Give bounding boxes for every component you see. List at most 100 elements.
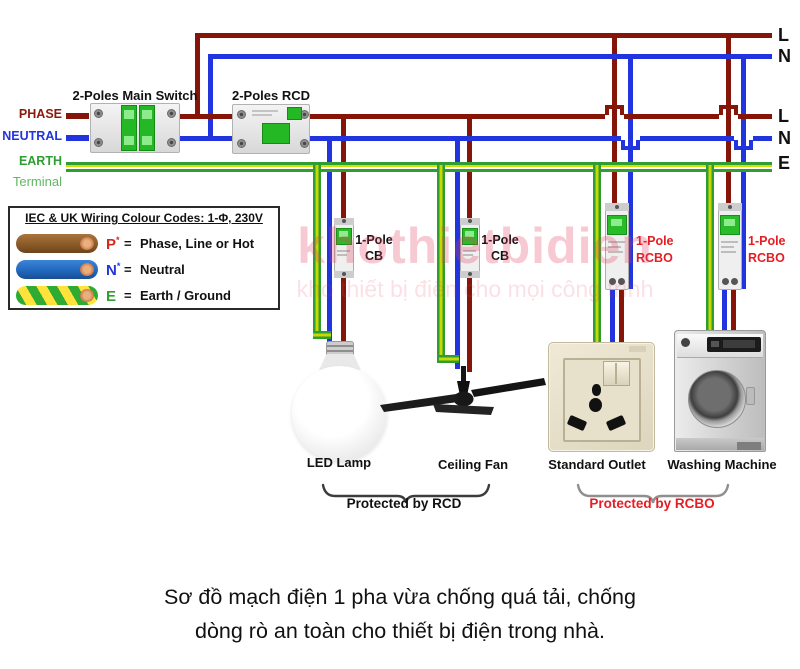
neutral-riser-wire [208,54,213,141]
cb1-label-line1: 1-Pole [355,233,393,247]
cb-screw [468,272,472,276]
copper-core [80,263,94,276]
device-marking [337,250,350,252]
rcbo-terminal [609,278,616,285]
device-marking [721,241,738,243]
rcbo-terminal [722,278,729,285]
cb1-device [334,218,354,278]
device-marking [463,254,473,256]
lamp-earth-wire [313,165,321,337]
bus-top-neutral-n [208,54,772,59]
green-yellow-wire-swatch [16,286,98,305]
outlet-phase-wire-top [612,33,617,205]
outlet-hole-ground [589,398,602,412]
bus-mid-line-l [310,114,772,119]
fan-earth-bend [439,355,459,363]
cb2-label-line1: 1-Pole [481,233,519,247]
bus-mid-neutral-n [310,136,772,141]
washer-phase-wire-bottom [731,287,736,336]
rcd-indicator [287,107,302,120]
washing-machine-label: Washing Machine [667,457,777,472]
lamp-screw-base [326,341,354,356]
washer-phase-wire-top [726,33,731,205]
bus-label-top-n: N [778,46,791,66]
legend-desc-earth: Earth / Ground [140,288,231,303]
cb2-label-line2: CB [490,249,510,263]
outlet-neutral-wire-bottom [610,284,615,343]
hop-patch [726,114,731,119]
washer-handle [746,387,755,405]
legend-letter: E [106,288,117,305]
hop-patch [741,136,746,141]
device-marking [252,110,278,112]
protected-by-rcbo-label: Protected by RCBO [589,496,715,511]
outlet-tag [629,346,646,352]
washer-logo [681,338,690,347]
neutral-hopover-1 [621,140,640,150]
screw-terminal [237,110,246,119]
outlet-hole-top [592,384,601,396]
legend-letter: P [106,236,117,253]
lamp-earth-bend [313,331,331,339]
device-marking [608,246,621,248]
caption-line-2: dòng rò an toàn cho thiết bị điện trong … [194,619,605,643]
neutral-label: NEUTRAL [2,129,62,143]
device-marking [608,251,623,253]
washer-neutral-wire-bottom [722,284,727,335]
ceiling-fan [380,366,546,415]
screw-terminal [167,138,176,147]
earth-label: EARTH [18,154,62,168]
cb-lever-tab [465,231,474,237]
fan-hub [453,391,474,407]
standard-outlet-label: Standard Outlet [548,457,646,472]
earth-bus [66,162,772,172]
legend-title: IEC & UK Wiring Colour Codes: 1-Φ, 230V [25,211,263,225]
rcd-label: 2-Poles RCD [231,88,311,103]
washer-display-strip [723,340,755,348]
toggle-notch [124,136,134,145]
fan-phase-wire-bottom [467,275,472,372]
screw-terminal [94,109,103,118]
bus-label-top-l: L [778,25,789,45]
lamp-neutral-wire [327,136,332,345]
legend-letter-p: P* [106,235,120,253]
protected-by-rcd-label: Protected by RCD [346,496,462,511]
ceiling-fan-label: Ceiling Fan [437,457,509,472]
fan-blade-right [471,378,546,397]
bus-label-mid-n: N [778,128,791,148]
cb-screw [342,219,346,223]
screw-terminal [237,139,246,148]
led-lamp-label: LED Lamp [306,455,372,470]
washer-foot [737,442,761,450]
earth-terminal-label: Terminal [12,174,62,189]
rcbo-lever-tab [611,219,622,226]
toggle-notch [124,110,134,119]
fan-blade-left [380,394,458,412]
bus-top-line-l [195,33,772,38]
rcd-test-button [262,123,290,144]
hop-patch [612,114,617,119]
fan-downrod [461,366,466,383]
washer-earth-wire [706,165,714,335]
outlet-earth-wire [593,165,601,343]
switch-to-rcd-neutral [180,136,232,141]
rcbo-group-brace [576,483,730,504]
neutral-input-stub [66,135,89,141]
switch-to-rcd-phase [180,114,232,119]
outlet-switch-ridge [615,363,617,384]
cb-screw [468,219,472,223]
screw-terminal [300,139,309,148]
phase-hopover-1 [605,105,624,115]
led-lamp [292,366,387,461]
phase-riser-wire [195,33,200,119]
screw-terminal [167,109,176,118]
rcbo1-label-line1: 1-Pole [636,234,674,248]
toggle-notch [142,110,152,119]
rcbo2-label-line2: RCBO [748,251,785,265]
legend-equals: = [124,288,132,303]
device-marking [721,246,734,248]
bus-label-earth: E [778,153,791,173]
phase-label: PHASE [18,107,62,121]
hop-patch [628,136,633,141]
device-marking [337,254,347,256]
